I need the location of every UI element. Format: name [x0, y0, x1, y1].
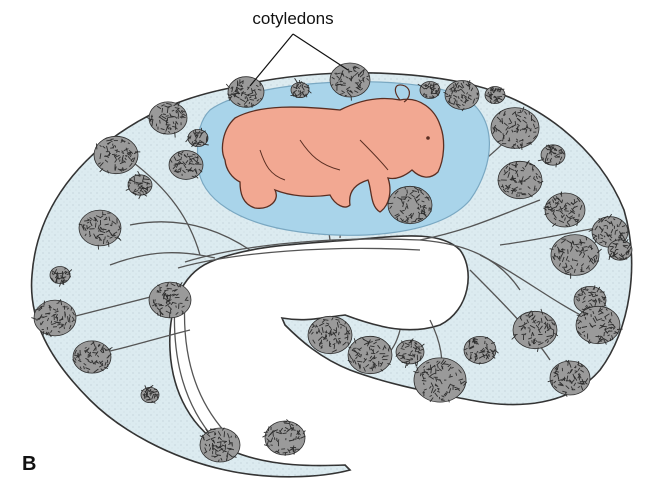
cotyledon: [308, 316, 352, 353]
panel-letter: B: [22, 453, 36, 475]
cotyledon: [200, 428, 240, 462]
cotyledon: [348, 336, 392, 373]
cotyledon: [414, 358, 467, 402]
cotyledon: [388, 186, 433, 223]
cotyledon: [169, 151, 203, 180]
cotyledon: [149, 282, 191, 318]
cotyledons-label: cotyledons: [252, 9, 333, 28]
cotyledon: [485, 87, 505, 104]
cotyledon: [263, 419, 306, 455]
